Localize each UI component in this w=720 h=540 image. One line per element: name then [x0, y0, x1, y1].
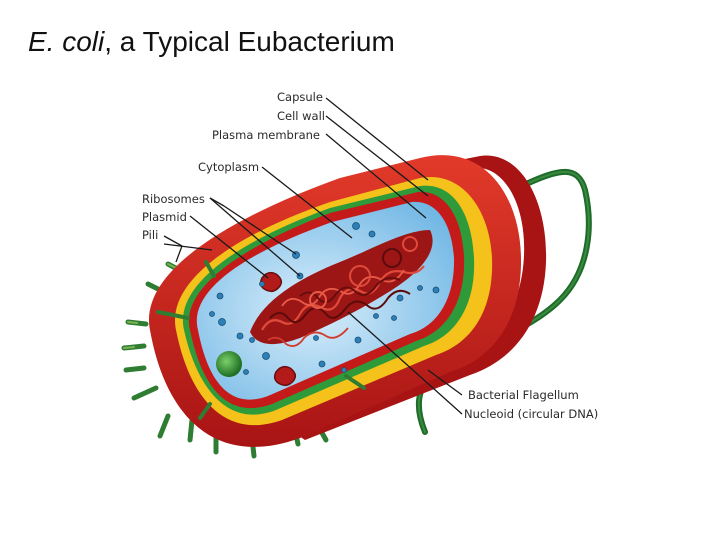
granule	[216, 351, 242, 377]
title-rest: , a Typical Eubacterium	[104, 26, 395, 57]
label-ribosomes: Ribosomes	[142, 192, 205, 206]
label-cell-wall: Cell wall	[277, 109, 325, 123]
label-cytoplasm: Cytoplasm	[198, 160, 259, 174]
title-species: E. coli	[28, 26, 105, 57]
label-nucleoid: Nucleoid (circular DNA)	[464, 407, 598, 421]
label-plasmid: Plasmid	[142, 210, 187, 224]
plasmid	[259, 271, 297, 387]
label-pili: Pili	[142, 228, 158, 242]
label-capsule: Capsule	[277, 90, 323, 104]
leader-lines	[163, 97, 463, 415]
nucleoid	[250, 230, 433, 347]
slide-title: E. coli, a Typical Eubacterium	[28, 26, 395, 58]
label-plasma-membrane: Plasma membrane	[212, 128, 320, 142]
capsule-side	[290, 155, 547, 440]
label-flagellum: Bacterial Flagellum	[468, 388, 579, 402]
ribosomes	[209, 222, 440, 375]
